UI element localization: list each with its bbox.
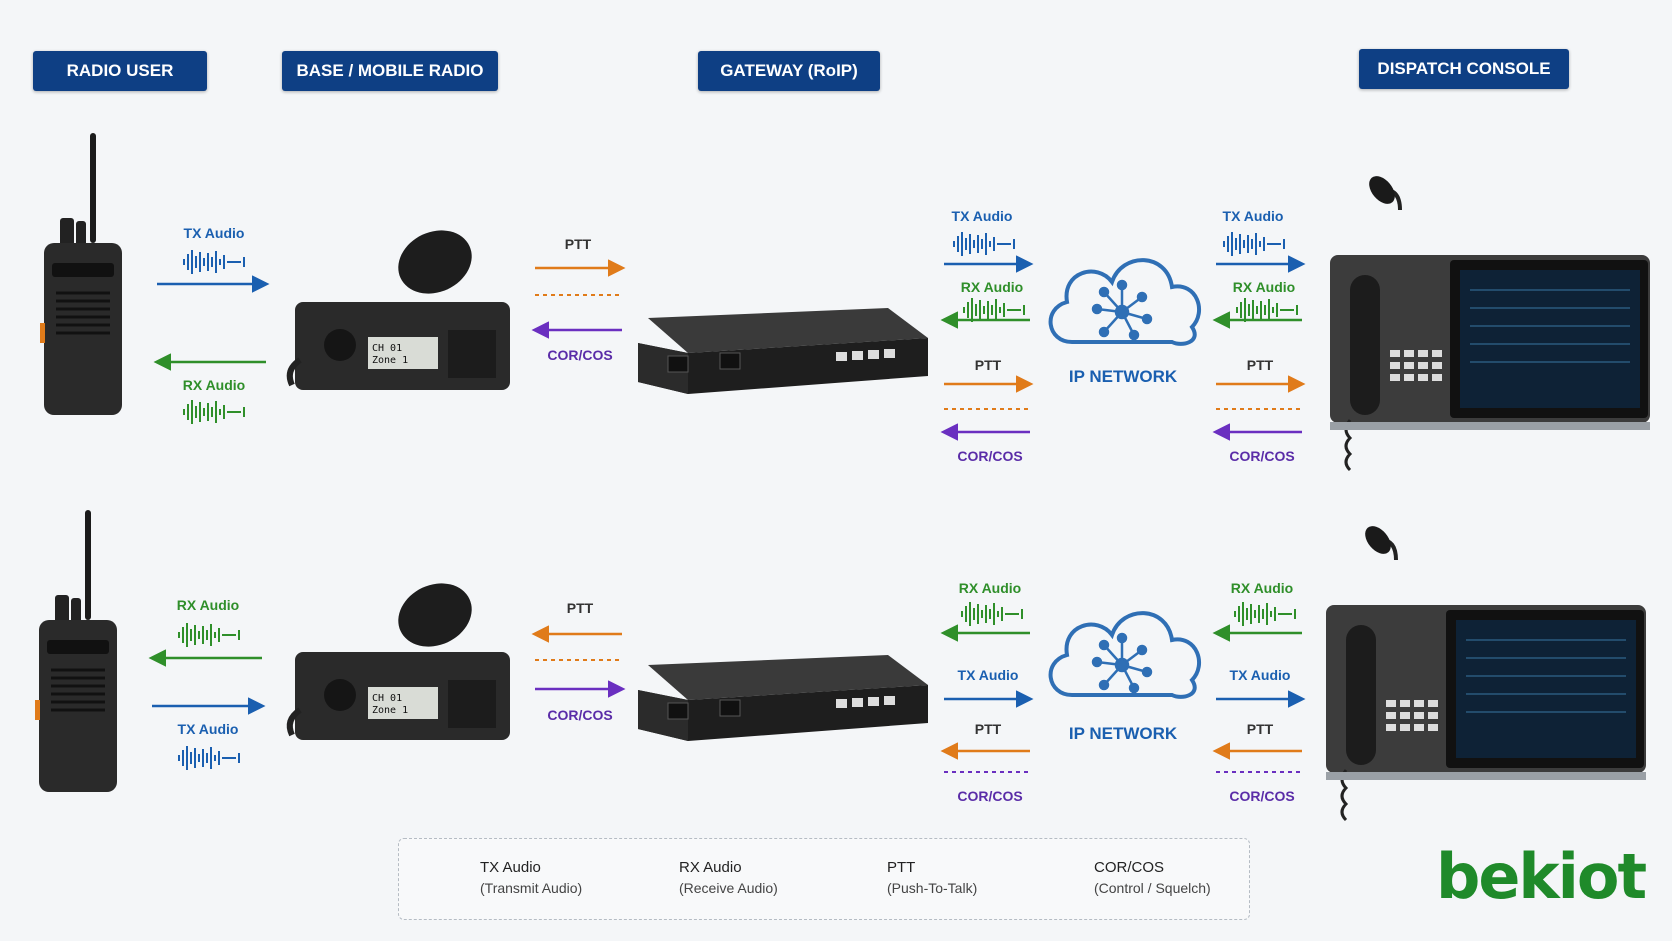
- legend-title: COR/COS: [1094, 859, 1165, 876]
- handheld-radio-icon: [33, 508, 119, 794]
- brand-logo: bekiot: [1436, 840, 1647, 913]
- label-base-cor: COR/COS: [547, 347, 613, 363]
- legend: TX Audio (Transmit Audio) RX Audio (Rece…: [398, 838, 1250, 920]
- brand-logo-accent: [1442, 853, 1450, 875]
- handheld-radio-icon: [38, 131, 124, 417]
- legend-subtitle: (Transmit Audio): [480, 880, 583, 896]
- ip-network-cloud-icon: [1048, 611, 1202, 699]
- legend-subtitle: (Receive Audio): [679, 880, 778, 896]
- radio-display-zone: Zone 1: [372, 355, 408, 366]
- legend-item-ptt: PTT (Push-To-Talk): [887, 859, 977, 896]
- label-gw-cor: COR/COS: [957, 448, 1023, 464]
- label-gw-ptt: PTT: [974, 721, 1002, 737]
- label-gw-cor: COR/COS: [957, 788, 1023, 804]
- tx-waveform-icon: [183, 250, 245, 274]
- label-gw-rx: RX Audio: [960, 279, 1024, 295]
- label-gw-ptt: PTT: [974, 357, 1002, 373]
- ip-network-cloud-icon: [1048, 258, 1202, 346]
- header-dispatch-console: DISPATCH CONSOLE: [1359, 49, 1569, 89]
- label-base-ptt: PTT: [564, 236, 592, 252]
- radio-display-channel: CH 01: [372, 343, 402, 354]
- label-base-cor: COR/COS: [547, 707, 613, 723]
- legend-subtitle: (Push-To-Talk): [887, 880, 978, 896]
- legend-item-cor: COR/COS (Control / Squelch): [1094, 859, 1211, 896]
- label-ip-network: IP NETWORK: [1068, 724, 1178, 743]
- tx-waveform-icon: [1223, 232, 1285, 256]
- header-base-mobile-radio: BASE / MOBILE RADIO: [282, 51, 498, 91]
- header-radio-user: RADIO USER: [33, 51, 207, 91]
- tx-waveform-icon: [953, 232, 1015, 256]
- label-ip-network: IP NETWORK: [1068, 367, 1178, 386]
- label-disp-ptt: PTT: [1246, 721, 1274, 737]
- label-disp-tx: TX Audio: [1222, 208, 1284, 224]
- rx-waveform-icon: [1234, 602, 1296, 626]
- label-gw-rx: RX Audio: [958, 580, 1022, 596]
- rx-waveform-icon: [963, 298, 1025, 322]
- gateway-device-icon: [637, 654, 929, 742]
- mobile-radio-icon: [286, 230, 510, 390]
- label-base-ptt: PTT: [566, 600, 594, 616]
- dispatch-console-icon: [1328, 169, 1652, 472]
- header-gateway: GATEWAY (RoIP): [698, 51, 880, 91]
- gateway-device-icon: [637, 307, 929, 395]
- label-radio-rx: RX Audio: [176, 597, 240, 613]
- rx-waveform-icon: [961, 602, 1023, 626]
- legend-item-rx: RX Audio (Receive Audio): [679, 859, 778, 896]
- label-radio-tx: TX Audio: [183, 225, 245, 241]
- label-disp-cor: COR/COS: [1229, 448, 1295, 464]
- legend-item-tx: TX Audio (Transmit Audio): [480, 859, 582, 896]
- legend-title: RX Audio: [679, 859, 742, 876]
- radio-display-channel: CH 01: [372, 693, 402, 704]
- radio-display-zone: Zone 1: [372, 705, 408, 716]
- legend-title: TX Audio: [480, 859, 541, 876]
- dispatch-console-icon: [1324, 519, 1648, 822]
- label-gw-tx: TX Audio: [957, 667, 1019, 683]
- mobile-radio-icon: [286, 583, 510, 740]
- rx-waveform-icon: [183, 400, 245, 424]
- tx-waveform-icon: [178, 746, 240, 770]
- label-disp-ptt: PTT: [1246, 357, 1274, 373]
- label-disp-cor: COR/COS: [1229, 788, 1295, 804]
- legend-title: PTT: [887, 859, 916, 876]
- label-gw-tx: TX Audio: [951, 208, 1013, 224]
- legend-subtitle: (Control / Squelch): [1094, 880, 1211, 896]
- label-disp-tx: TX Audio: [1229, 667, 1291, 683]
- label-radio-rx: RX Audio: [182, 377, 246, 393]
- label-disp-rx: RX Audio: [1230, 580, 1294, 596]
- label-radio-tx: TX Audio: [177, 721, 239, 737]
- rx-waveform-icon: [178, 623, 240, 647]
- rx-waveform-icon: [1236, 298, 1298, 322]
- label-disp-rx: RX Audio: [1232, 279, 1296, 295]
